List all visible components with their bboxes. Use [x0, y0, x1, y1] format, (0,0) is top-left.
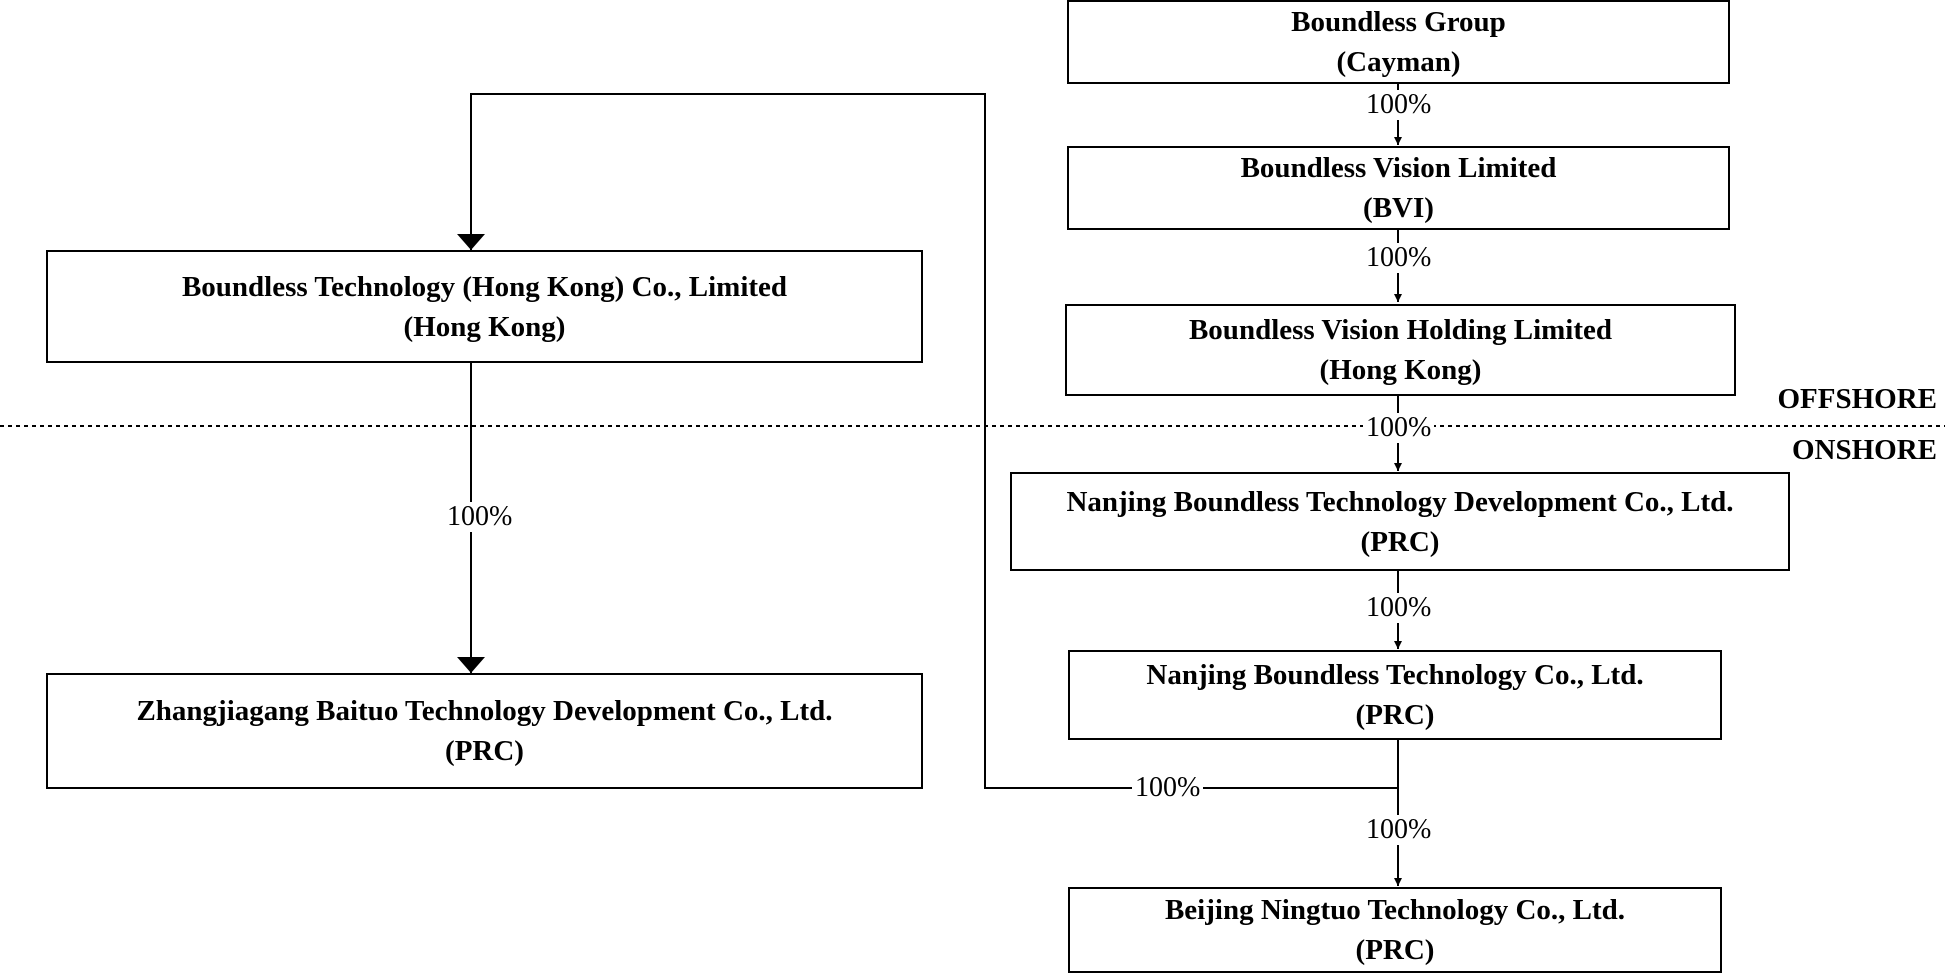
- node-jurisdiction: (BVI): [1363, 192, 1434, 224]
- ownership-label-bvi-vision-hk: 100%: [1363, 243, 1435, 273]
- ownership-label-tech-hk-zhangjiagang: 100%: [444, 502, 516, 532]
- node-name: Boundless Group: [1291, 6, 1506, 38]
- offshore-label: OFFSHORE: [1777, 383, 1937, 415]
- node-jurisdiction: (PRC): [1355, 699, 1435, 731]
- ownership-label-nanjing-dev-nanjing-tech: 100%: [1363, 593, 1435, 623]
- node-name: Boundless Vision Holding Limited: [1188, 314, 1613, 346]
- node-boundless-vision-limited: Boundless Vision Limited (BVI): [1067, 146, 1730, 230]
- node-name: Boundless Vision Limited: [1240, 152, 1557, 184]
- node-name: Zhangjiagang Baituo Technology Developme…: [136, 695, 833, 727]
- node-name: Boundless Technology (Hong Kong) Co., Li…: [181, 270, 788, 303]
- node-boundless-group: Boundless Group (Cayman): [1067, 0, 1730, 84]
- onshore-label: ONSHORE: [1791, 434, 1937, 466]
- ownership-label-vision-hk-nanjing-dev: 100%: [1363, 413, 1435, 443]
- edge-nanjing-tech-tech-hk: [457, 93, 1398, 789]
- node-zhangjiagang-baituo: Zhangjiagang Baituo Technology Developme…: [46, 673, 923, 789]
- node-beijing-ningtuo: Beijing Ningtuo Technology Co., Ltd. (PR…: [1068, 887, 1722, 973]
- node-jurisdiction: (Hong Kong): [1319, 354, 1482, 386]
- node-jurisdiction: (PRC): [1355, 934, 1435, 966]
- node-nanjing-technology-development: Nanjing Boundless Technology Development…: [1010, 472, 1790, 571]
- ownership-label-nanjing-tech-beijing: 100%: [1363, 815, 1435, 845]
- node-name: Nanjing Boundless Technology Co., Ltd.: [1146, 659, 1644, 691]
- node-name: Beijing Ningtuo Technology Co., Ltd.: [1164, 894, 1626, 926]
- node-jurisdiction: (Hong Kong): [403, 310, 566, 343]
- node-name: Nanjing Boundless Technology Development…: [1066, 485, 1734, 518]
- node-boundless-vision-holding: Boundless Vision Holding Limited (Hong K…: [1065, 304, 1736, 396]
- node-jurisdiction: (Cayman): [1336, 46, 1461, 78]
- node-jurisdiction: (PRC): [445, 735, 524, 767]
- node-nanjing-boundless-technology: Nanjing Boundless Technology Co., Ltd. (…: [1068, 650, 1722, 740]
- ownership-label-cayman-bvi: 100%: [1363, 90, 1435, 120]
- node-jurisdiction: (PRC): [1360, 525, 1440, 558]
- node-boundless-technology-hk: Boundless Technology (Hong Kong) Co., Li…: [46, 250, 923, 363]
- ownership-label-nanjing-tech-tech-hk: 100%: [1132, 773, 1204, 803]
